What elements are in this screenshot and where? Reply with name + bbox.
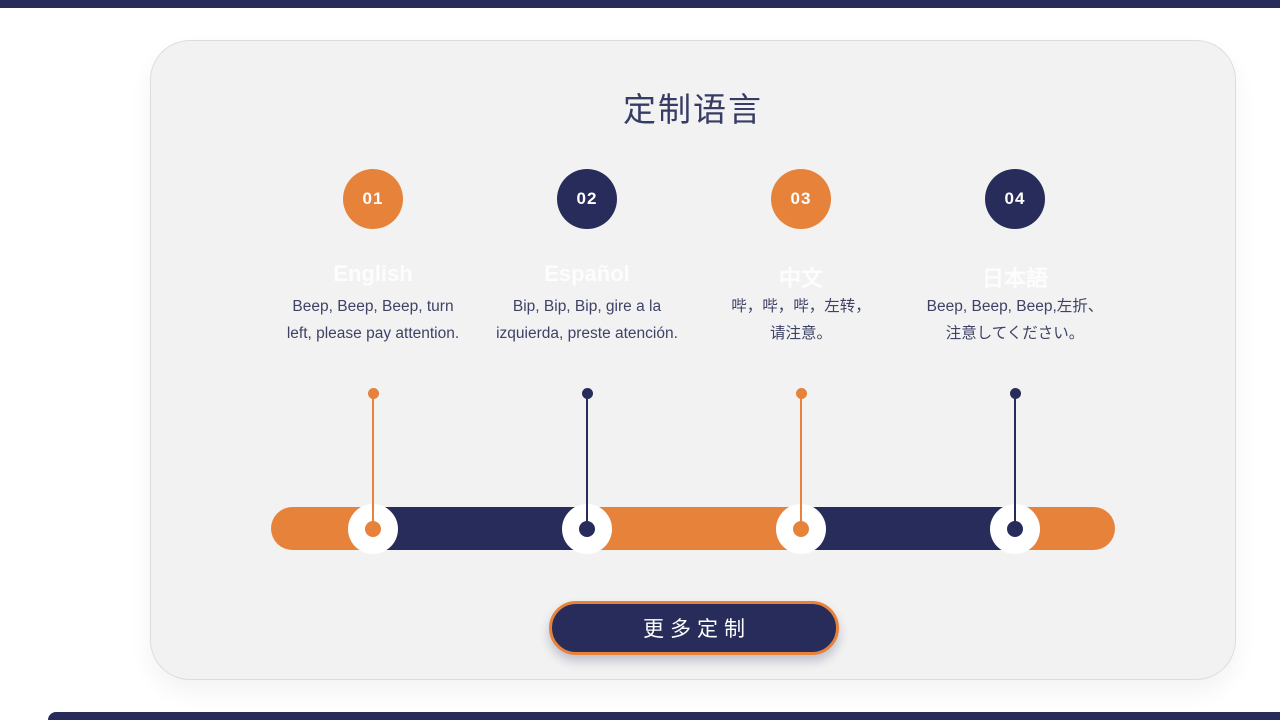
- step-description: Bip, Bip, Bip, gire a la izquierda, pres…: [496, 293, 678, 347]
- step-description: Beep, Beep, Beep, turn left, please pay …: [287, 293, 459, 347]
- step-number-badge: 04: [985, 169, 1045, 229]
- language-label: English: [333, 261, 413, 286]
- description-line-2: 注意してください。: [945, 325, 1085, 342]
- stem-top-dot: [367, 388, 379, 399]
- step-description: 哔，哔，哔，左转， 请注意。: [731, 293, 871, 347]
- top-section-edge: [0, 0, 1280, 8]
- timeline-segment: [801, 507, 1015, 550]
- timeline-stop-dot: [793, 521, 809, 537]
- stem-line: [800, 398, 802, 522]
- steps-row: 01 English Beep, Beep, Beep, turn left, …: [266, 169, 1122, 409]
- step-description: Beep, Beep, Beep,左折、 注意してください。: [927, 293, 1104, 347]
- more-customization-button[interactable]: 更多定制: [549, 601, 839, 655]
- step-number-badge: 02: [557, 169, 617, 229]
- description-line-1: 哔，哔，哔，左转，: [731, 298, 871, 315]
- step-number-badge: 01: [343, 169, 403, 229]
- timeline-segment: [587, 507, 801, 550]
- stem-line: [372, 398, 374, 522]
- timeline-stop-dot: [365, 521, 381, 537]
- step-column: 04 日本語 Beep, Beep, Beep,左折、 注意してください。: [908, 169, 1122, 409]
- language-label: 中文: [778, 266, 823, 291]
- stem-line: [586, 398, 588, 522]
- language-customization-card: 定制语言 01 English Beep, Beep, Beep, turn l…: [150, 40, 1236, 680]
- description-line-1: Bip, Bip, Bip, gire a la: [512, 298, 662, 315]
- page-title: 定制语言: [623, 91, 763, 128]
- step-column: 03 中文 哔，哔，哔，左转， 请注意。: [694, 169, 908, 409]
- stem-top-dot: [581, 388, 593, 399]
- bottom-section-edge: [48, 712, 1280, 720]
- step-column: 01 English Beep, Beep, Beep, turn left, …: [266, 169, 480, 409]
- step-column: 02 Español Bip, Bip, Bip, gire a la izqu…: [480, 169, 694, 409]
- description-line-2: left, please pay attention.: [286, 325, 460, 342]
- description-line-1: Beep, Beep, Beep, turn: [292, 298, 454, 315]
- stem-top-dot: [795, 388, 807, 399]
- description-line-1: Beep, Beep, Beep,左折、: [926, 298, 1104, 315]
- step-number-badge: 03: [771, 169, 831, 229]
- language-label: 日本語: [981, 266, 1048, 291]
- description-line-2: izquierda, preste atención.: [496, 325, 678, 342]
- timeline-segment: [373, 507, 587, 550]
- description-line-2: 请注意。: [769, 325, 832, 342]
- timeline-stop-dot: [579, 521, 595, 537]
- stem-top-dot: [1009, 388, 1021, 399]
- stem-line: [1014, 398, 1016, 522]
- language-label: Español: [544, 261, 630, 286]
- timeline-stop-dot: [1007, 521, 1023, 537]
